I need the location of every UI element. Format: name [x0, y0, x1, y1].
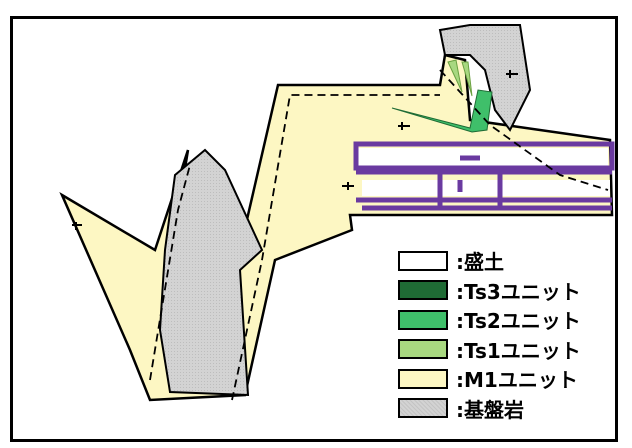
- bedrock-area-left: [158, 148, 264, 397]
- legend: :盛土 :Ts3ユニット :Ts2ユニット :Ts1ユニット :M1ユニット :…: [398, 246, 608, 423]
- ts1-unit-area: [447, 59, 473, 97]
- fill-strip-lower: [362, 180, 610, 196]
- legend-item-bedrock: :基盤岩: [398, 394, 608, 424]
- legend-item-ts3: :Ts3ユニット: [398, 276, 608, 306]
- ts2-unit-area: [391, 89, 493, 133]
- legend-item-fill: :盛土: [398, 246, 608, 276]
- legend-item-ts1: :Ts1ユニット: [398, 335, 608, 365]
- legend-label-m1: :M1ユニット: [456, 368, 578, 393]
- structure-lines: [353, 141, 615, 211]
- legend-swatch-fill: [398, 250, 448, 271]
- dashed-boundaries: [149, 69, 609, 401]
- legend-swatch-ts2: [398, 309, 448, 330]
- legend-label-ts3: :Ts3ユニット: [456, 279, 581, 304]
- legend-swatch-ts1: [398, 339, 448, 360]
- legend-swatch-bedrock: [398, 398, 448, 419]
- strike-dip-symbols: [72, 70, 518, 230]
- legend-swatch-ts3: [398, 280, 448, 301]
- legend-item-ts2: :Ts2ユニット: [398, 305, 608, 335]
- legend-label-fill: :盛土: [456, 250, 504, 275]
- legend-item-m1: :M1ユニット: [398, 364, 608, 394]
- bedrock-area-right: [438, 24, 532, 132]
- fill-strip-upper: [358, 148, 608, 168]
- legend-label-ts2: :Ts2ユニット: [456, 309, 581, 334]
- legend-label-bedrock: :基盤岩: [456, 397, 524, 422]
- legend-swatch-m1: [398, 368, 448, 389]
- legend-label-ts1: :Ts1ユニット: [456, 338, 581, 363]
